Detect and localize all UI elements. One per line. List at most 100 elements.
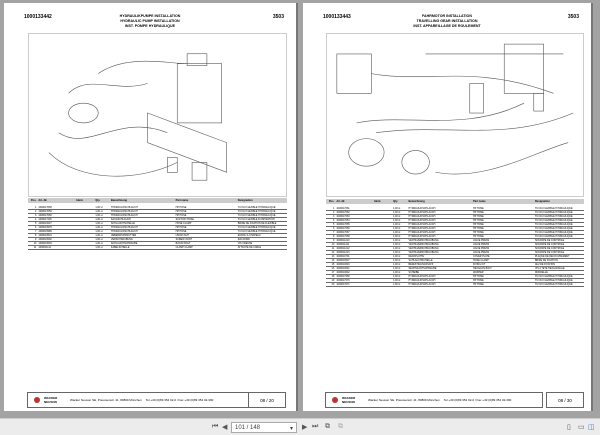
bezeichnung: SECHSKANTSCHRAUBE bbox=[408, 267, 437, 270]
bezeichnung: HYDRAULIKSCHLAUCH bbox=[110, 206, 138, 209]
page-title: INST. APPAREILLAGE DE ROULEMENT bbox=[413, 23, 481, 28]
column-header: Art.-Nr. bbox=[336, 200, 346, 203]
column-header: Qty. bbox=[393, 200, 398, 203]
next-page-icon[interactable]: ▶ bbox=[302, 424, 308, 431]
part-name: HP HOSE bbox=[473, 275, 484, 278]
qty: 1,00 st bbox=[393, 279, 401, 282]
part-name: FIXING KIT bbox=[473, 263, 486, 266]
column-header: Designation bbox=[534, 200, 550, 203]
designation: SOUPAPE DE CONTROLE bbox=[534, 243, 565, 246]
pos: 7 bbox=[35, 230, 37, 233]
art-no: 1000010627 bbox=[38, 222, 52, 225]
designation: TUYAU FLEXIBLE HYDRAULIQUE bbox=[534, 227, 573, 230]
qty: 1,00 st bbox=[393, 263, 401, 266]
designation: RACCORD bbox=[237, 238, 250, 241]
pos: 11 bbox=[331, 247, 335, 250]
bezeichnung: HYDRAULIKSCHLAUCH bbox=[110, 214, 138, 217]
last-page-icon[interactable]: ⏭ bbox=[312, 423, 319, 430]
bezeichnung: HYDRAULIKSCHLAUCH bbox=[408, 207, 436, 210]
bezeichnung: HYDRAULIKSCHLAUCH bbox=[408, 275, 436, 278]
art-no: 1000016978 bbox=[38, 226, 52, 229]
art-no: 1000017071 bbox=[336, 283, 350, 286]
designation: SOUPAPE DE CONTROLE bbox=[534, 247, 565, 250]
rotate-icon[interactable]: ⧉ bbox=[325, 423, 330, 430]
art-no: 1000017066 bbox=[336, 227, 350, 230]
page-label: 08 / 30 bbox=[546, 392, 584, 408]
column-header: Bezeichnung bbox=[110, 199, 127, 202]
designation: TUYAU FLEXIBLE HYDRAULIQUE bbox=[237, 226, 276, 229]
page-number-input[interactable]: 101 / 148▾ bbox=[231, 422, 297, 433]
qty: 1,00 st bbox=[95, 242, 103, 245]
qty: 1,00 st bbox=[393, 219, 401, 222]
part-name: WASHER bbox=[473, 271, 484, 274]
qty: 1,00 st bbox=[95, 234, 103, 237]
pos: 15 bbox=[331, 263, 335, 266]
art-no: 1000010640 bbox=[336, 263, 350, 266]
art-no: 1000017059 bbox=[38, 210, 52, 213]
continuous-view-icon[interactable]: ▭ bbox=[578, 424, 585, 431]
art-no: 1000017068 bbox=[336, 235, 350, 238]
designation: TUYAU FLEXIBLE HYDRAULIQUE bbox=[534, 275, 573, 278]
part-name: SCREW JOINT bbox=[175, 238, 193, 241]
designation: TUYAU FLEXIBLE HYDRAULIQUE bbox=[534, 207, 573, 210]
art-no: 1000017065 bbox=[336, 223, 350, 226]
pos: 12 bbox=[331, 251, 335, 254]
bezeichnung: VENTILVERSCHRAUBUNG bbox=[408, 247, 439, 250]
designation: TUYAU FLEXIBLE HYDRAULIQUE bbox=[534, 219, 573, 222]
qty: 1,00 st bbox=[393, 223, 401, 226]
art-no: 1000010627 bbox=[336, 259, 350, 262]
section-code: 3503 bbox=[272, 14, 284, 20]
qty: 1,00 st bbox=[393, 207, 401, 210]
pos: 20 bbox=[331, 283, 335, 286]
page-title: HYDRAULIKPUMPE INSTALLATION bbox=[119, 14, 181, 18]
prev-page-icon[interactable]: ◀ bbox=[222, 424, 228, 431]
qty: 1,00 st bbox=[393, 267, 401, 270]
art-no: 1000010503 bbox=[38, 242, 52, 245]
single-page-view-icon[interactable]: ▯ bbox=[567, 424, 571, 431]
bezeichnung: HYDRAULIKSCHLAUCH bbox=[408, 283, 436, 286]
qty: 1,00 st bbox=[95, 218, 103, 221]
part-name: HP HOSE bbox=[175, 210, 187, 213]
pos: 18 bbox=[331, 275, 335, 278]
art-no: 1000010502 bbox=[38, 238, 52, 241]
part-name: HP HOSE bbox=[175, 226, 187, 229]
qty: 1,00 st bbox=[393, 235, 401, 238]
part-name: HP HOSE bbox=[473, 235, 484, 238]
pos: 11 bbox=[33, 246, 37, 249]
bezeichnung: HYDRAULIKSCHLAUCH bbox=[408, 219, 436, 222]
column-header: Pos. bbox=[328, 200, 335, 203]
part-name: HP HOSE bbox=[175, 214, 187, 217]
column-header: Bezeichnung bbox=[408, 200, 425, 203]
art-no: 1000011211 bbox=[336, 243, 350, 246]
part-name: HP HOSE bbox=[473, 219, 484, 222]
art-no: 1000017069 bbox=[336, 275, 350, 278]
bezeichnung: HYDRAULIKSCHLAUCH bbox=[110, 230, 138, 233]
dropdown-icon[interactable]: ▾ bbox=[289, 426, 293, 432]
qty: 1,00 st bbox=[393, 275, 401, 278]
qty: 1,00 st bbox=[95, 210, 103, 213]
two-page-view-icon[interactable]: ◫ bbox=[588, 424, 595, 431]
part-name: BANJO BOLT bbox=[175, 242, 191, 245]
art-no: 1000010701 bbox=[336, 255, 350, 258]
column-header: Art.-Nr. bbox=[38, 199, 48, 202]
copy-icon[interactable]: ⧉ bbox=[338, 423, 343, 430]
qty: 1,00 st bbox=[393, 243, 401, 246]
first-page-icon[interactable]: ⏮ bbox=[212, 423, 219, 430]
pos: 2 bbox=[35, 210, 37, 213]
pos: 5 bbox=[35, 222, 37, 225]
part-name: HP HOSE bbox=[473, 227, 484, 230]
bezeichnung: HYDRAULIKSCHLAUCH bbox=[110, 226, 138, 229]
pos: 14 bbox=[331, 259, 335, 262]
